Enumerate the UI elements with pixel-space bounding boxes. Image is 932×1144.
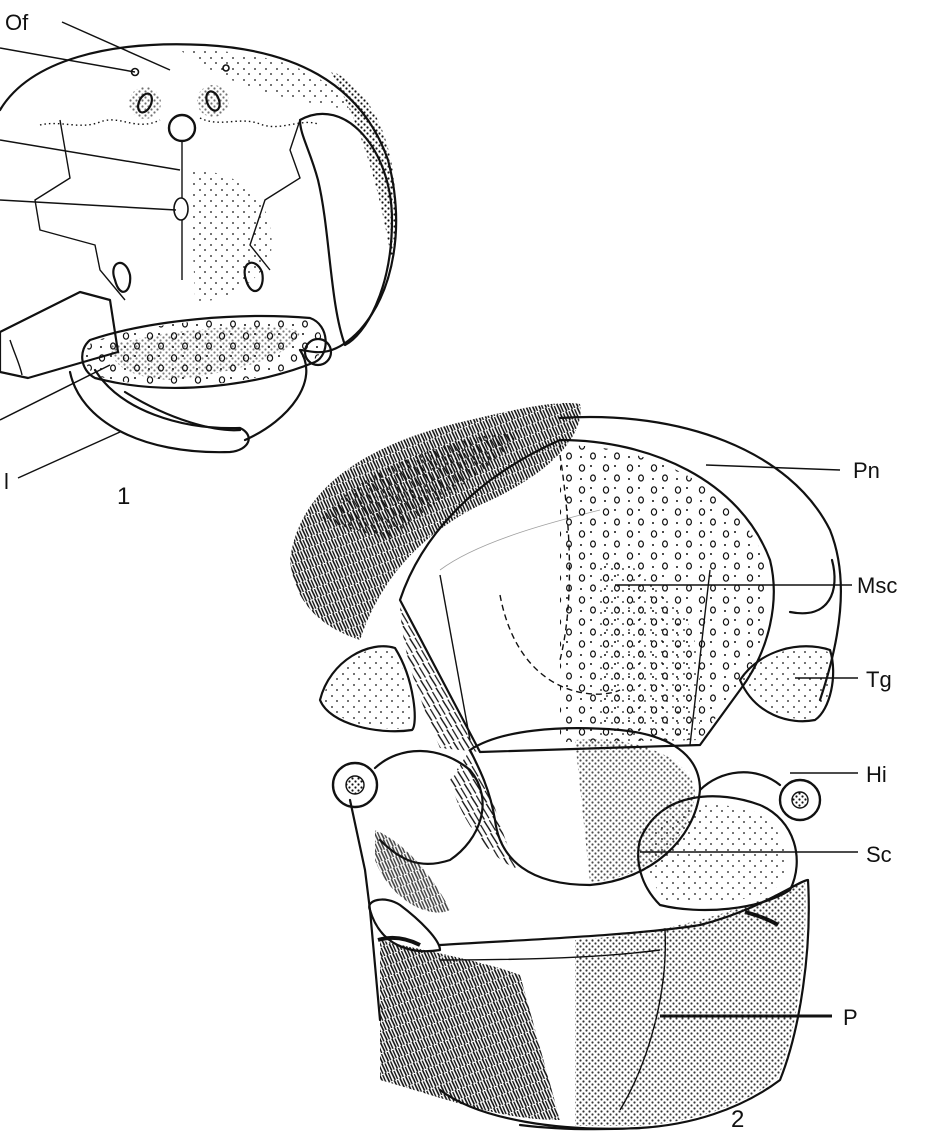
label-pn: Pn	[853, 458, 880, 483]
figure-number-2: 2	[731, 1106, 744, 1133]
label-p: P	[843, 1005, 858, 1030]
median-ocellus	[169, 115, 195, 141]
figure-1-head: Of l 1	[0, 10, 396, 510]
figure-2-thorax: Pn Msc Tg Hi Sc P 2	[290, 403, 897, 1133]
clypeus-stipple	[190, 170, 272, 301]
median-pit	[174, 198, 188, 220]
label-msc: Msc	[857, 573, 897, 598]
label-of: Of	[5, 10, 29, 35]
label-tg: Tg	[866, 667, 892, 692]
figure-number-1: 1	[117, 483, 130, 510]
label-l: l	[4, 469, 9, 494]
label-hi: Hi	[866, 762, 887, 787]
label-sc: Sc	[866, 842, 892, 867]
ocelli	[129, 65, 229, 141]
